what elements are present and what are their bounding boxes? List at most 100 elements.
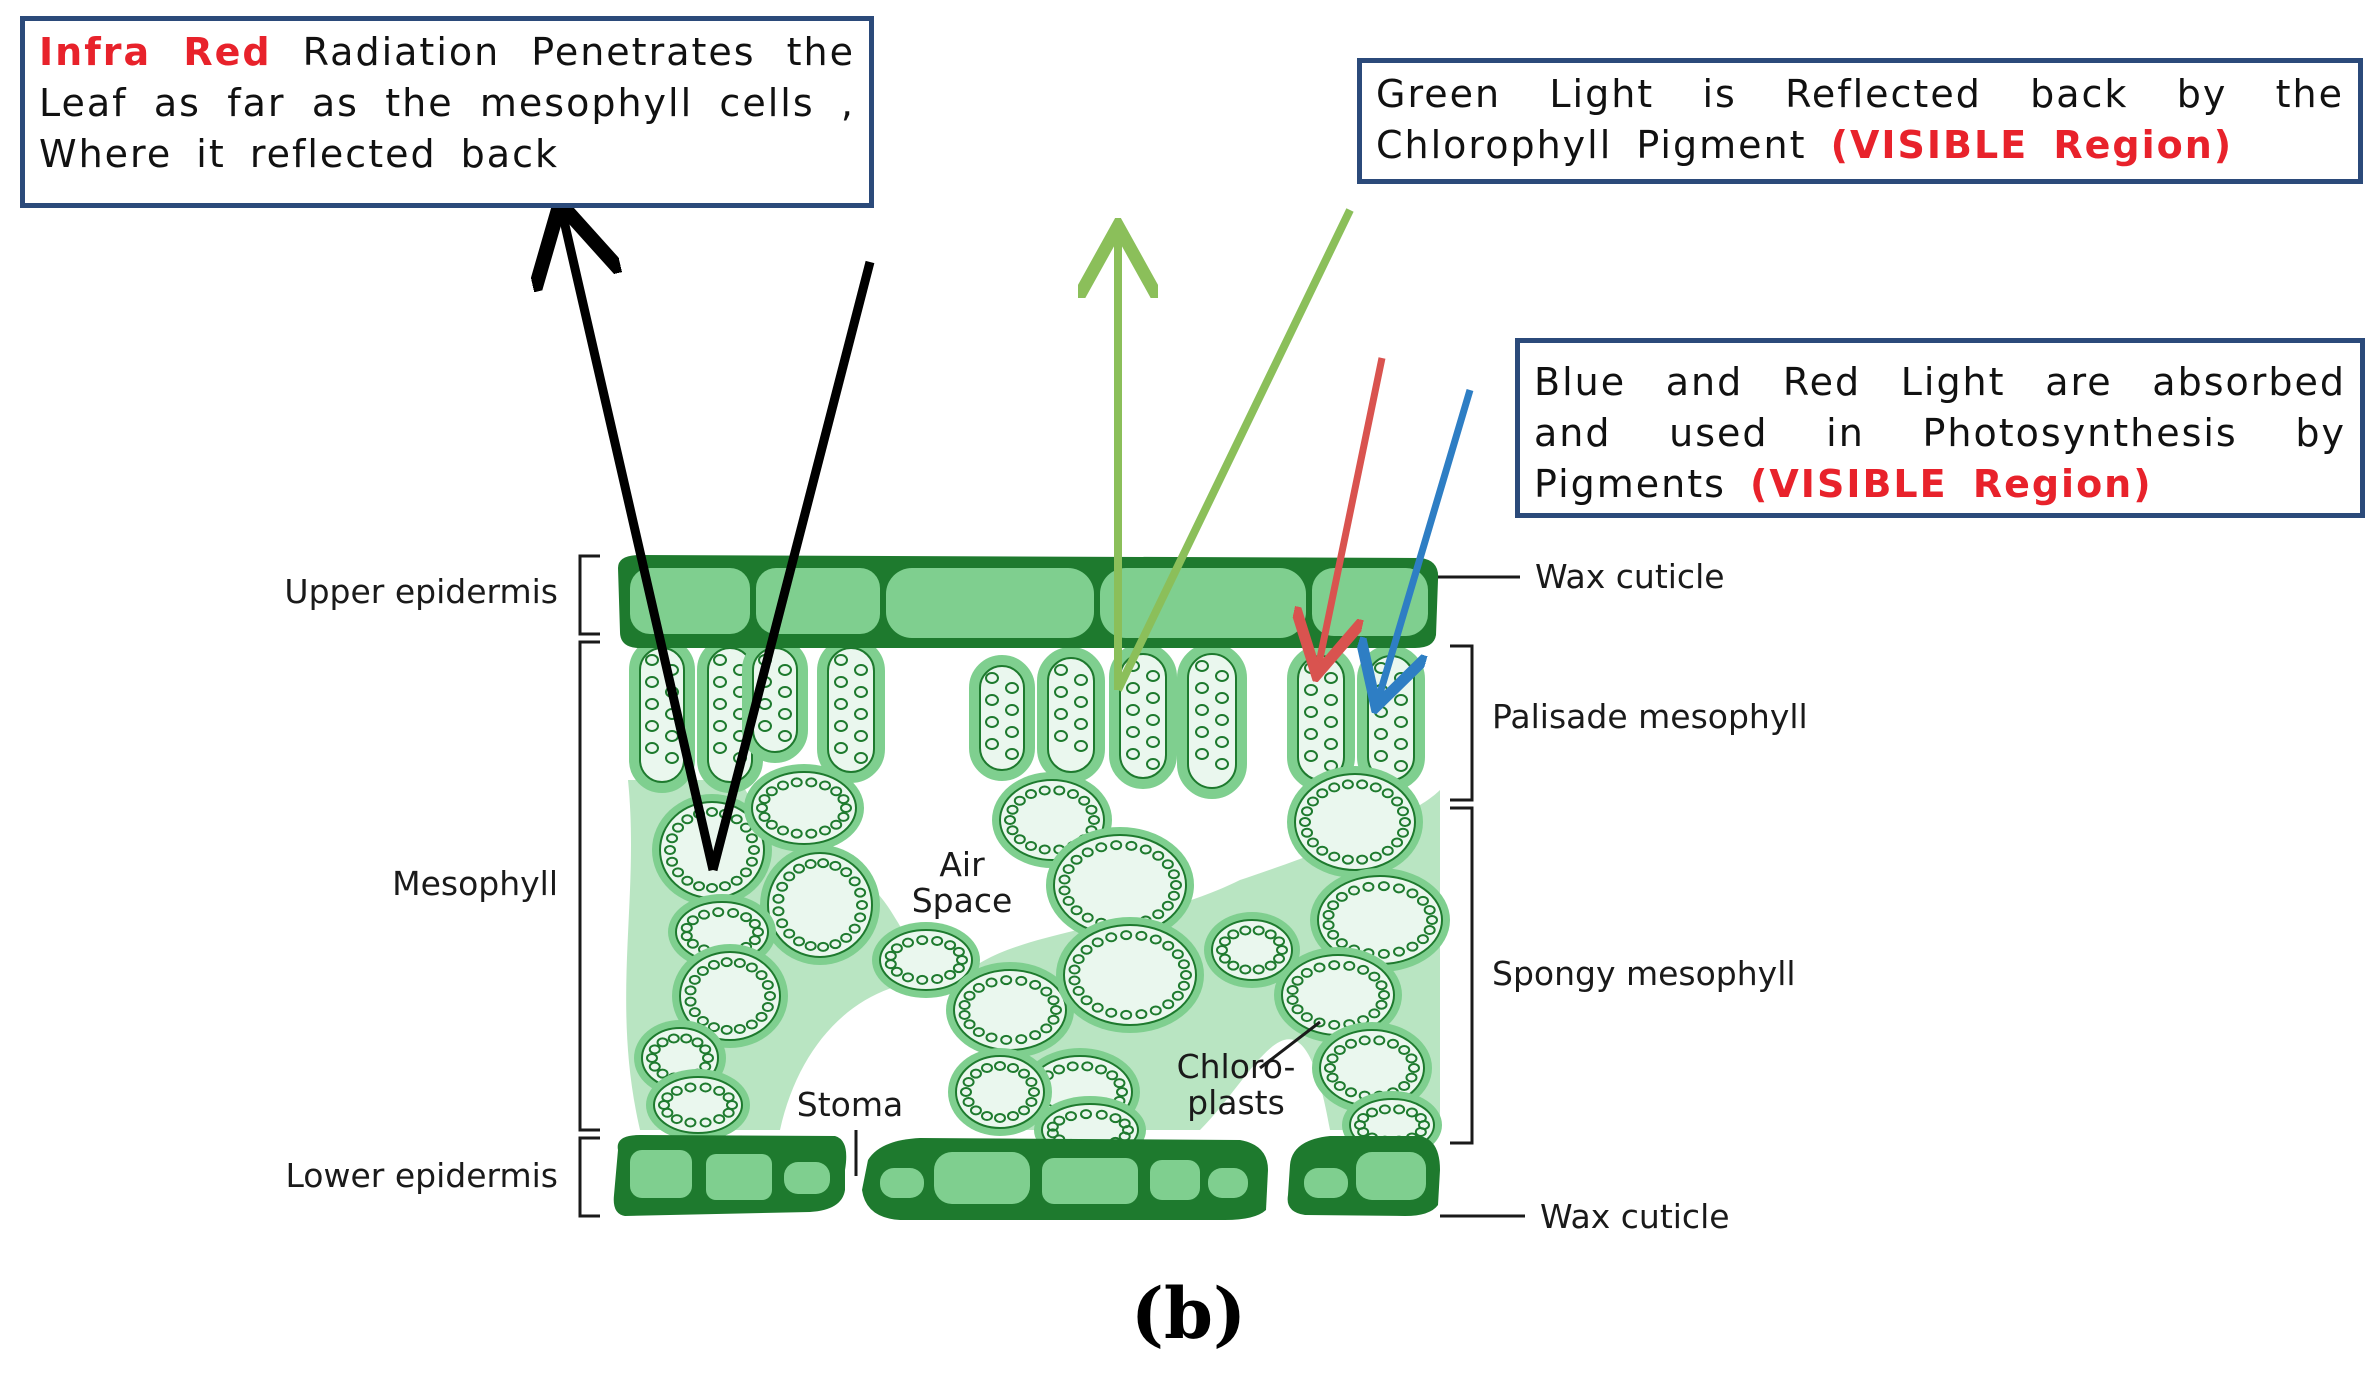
- chloroplast: [758, 794, 771, 805]
- chloroplast: [1062, 895, 1075, 906]
- chloroplast: [1399, 817, 1411, 827]
- green-incoming-arrow: [1114, 208, 1354, 692]
- chloroplast: [777, 825, 789, 836]
- chloroplast: [670, 1085, 683, 1096]
- chloroplast: [713, 720, 727, 732]
- chloroplast: [1426, 915, 1438, 925]
- chloroplast: [902, 937, 914, 948]
- chloroplast: [1025, 789, 1037, 800]
- chloroplast: [1304, 706, 1318, 718]
- chloroplast: [837, 811, 850, 822]
- chloroplast: [665, 752, 679, 764]
- chloroplast: [1025, 840, 1037, 851]
- chloroplast: [1005, 748, 1019, 760]
- chloroplast: [1152, 909, 1165, 920]
- chloroplast: [817, 858, 830, 869]
- chloroplast: [1414, 1126, 1427, 1137]
- chloroplast: [1177, 959, 1190, 970]
- chloroplast: [969, 1105, 982, 1116]
- chloroplast: [706, 807, 718, 817]
- chloroplast: [1406, 888, 1419, 899]
- chloroplast: [1005, 704, 1019, 716]
- chloroplast: [672, 822, 685, 833]
- chloroplast: [684, 996, 697, 1007]
- chloroplast: [666, 856, 679, 867]
- chloroplast: [1105, 932, 1118, 943]
- chloroplast: [1345, 1087, 1357, 1098]
- chloroplast: [1291, 975, 1304, 986]
- chloroplast: [1357, 964, 1370, 975]
- chloroplast: [805, 828, 818, 839]
- chloroplast: [733, 958, 746, 969]
- chloroplast: [916, 974, 929, 985]
- chloroplast: [1113, 1078, 1126, 1089]
- chloroplast: [1398, 1045, 1411, 1056]
- green-highlight: (VISIBLE Region): [1830, 123, 2234, 167]
- chloroplast: [1405, 1072, 1418, 1083]
- chloroplast: [1072, 985, 1085, 996]
- chloroplast: [776, 881, 789, 892]
- chloroplast: [645, 742, 659, 754]
- chloroplast: [1343, 960, 1356, 971]
- chloroplast: [1333, 1045, 1346, 1056]
- blue-light-arrow: [1378, 389, 1474, 700]
- chloroplast: [699, 1117, 712, 1128]
- chloroplast: [1068, 975, 1081, 986]
- chloroplast: [1118, 1118, 1131, 1129]
- chloroplast: [1374, 750, 1388, 762]
- chloroplast: [1106, 1070, 1119, 1081]
- chloroplast: [1327, 929, 1340, 940]
- chloroplast: [691, 1037, 704, 1048]
- chloroplast: [1377, 881, 1390, 892]
- chloroplast: [745, 962, 758, 973]
- chloroplast: [1046, 1128, 1059, 1139]
- chloroplast: [1358, 1035, 1371, 1046]
- chloroplast: [1126, 682, 1140, 694]
- chloroplast: [1167, 869, 1180, 880]
- chloroplast: [1227, 929, 1240, 940]
- chloroplast: [720, 957, 733, 968]
- chloroplast: [748, 918, 761, 929]
- chloroplast: [854, 887, 867, 898]
- chloroplast: [790, 828, 803, 839]
- chloroplast: [681, 814, 694, 825]
- chloroplast: [1327, 900, 1340, 911]
- chloroplast: [1392, 883, 1405, 894]
- chloroplast: [680, 922, 693, 933]
- chloroplast: [1326, 1053, 1339, 1064]
- chloroplast: [713, 654, 727, 666]
- chloroplast: [772, 893, 785, 904]
- chloroplast: [1215, 692, 1229, 704]
- chloroplast: [1362, 881, 1375, 892]
- label-brackets: [578, 554, 1525, 1218]
- label-plasts: plasts: [1187, 1083, 1285, 1122]
- chloroplast: [1074, 696, 1088, 708]
- chloroplast: [958, 1009, 971, 1020]
- chloroplast: [790, 777, 803, 788]
- chloroplast: [834, 742, 848, 754]
- chloroplast: [666, 833, 679, 844]
- chloroplast: [985, 738, 999, 750]
- chloroplast: [1091, 1002, 1104, 1013]
- chloroplast: [1195, 660, 1209, 672]
- chloroplast: [1095, 1064, 1107, 1075]
- chloroplast: [1341, 854, 1354, 865]
- chloroplast: [1373, 1035, 1386, 1046]
- chloroplast: [667, 1033, 680, 1044]
- chloroplast: [748, 935, 761, 946]
- chloroplast: [1273, 936, 1286, 947]
- chloroplast: [837, 794, 850, 805]
- chloroplast: [698, 909, 710, 920]
- chloroplast: [656, 1037, 669, 1048]
- chloroplast: [944, 940, 957, 951]
- chloroplast: [1029, 1030, 1042, 1041]
- chloroplast: [829, 939, 842, 950]
- chloroplast: [1328, 782, 1341, 793]
- chloroplast: [1025, 1077, 1038, 1088]
- chloroplast: [707, 959, 720, 970]
- chloroplast: [1316, 788, 1329, 799]
- chloroplast: [1369, 782, 1382, 793]
- chloroplast: [783, 871, 796, 882]
- chloroplast: [1038, 785, 1051, 796]
- chloroplast: [1074, 740, 1088, 752]
